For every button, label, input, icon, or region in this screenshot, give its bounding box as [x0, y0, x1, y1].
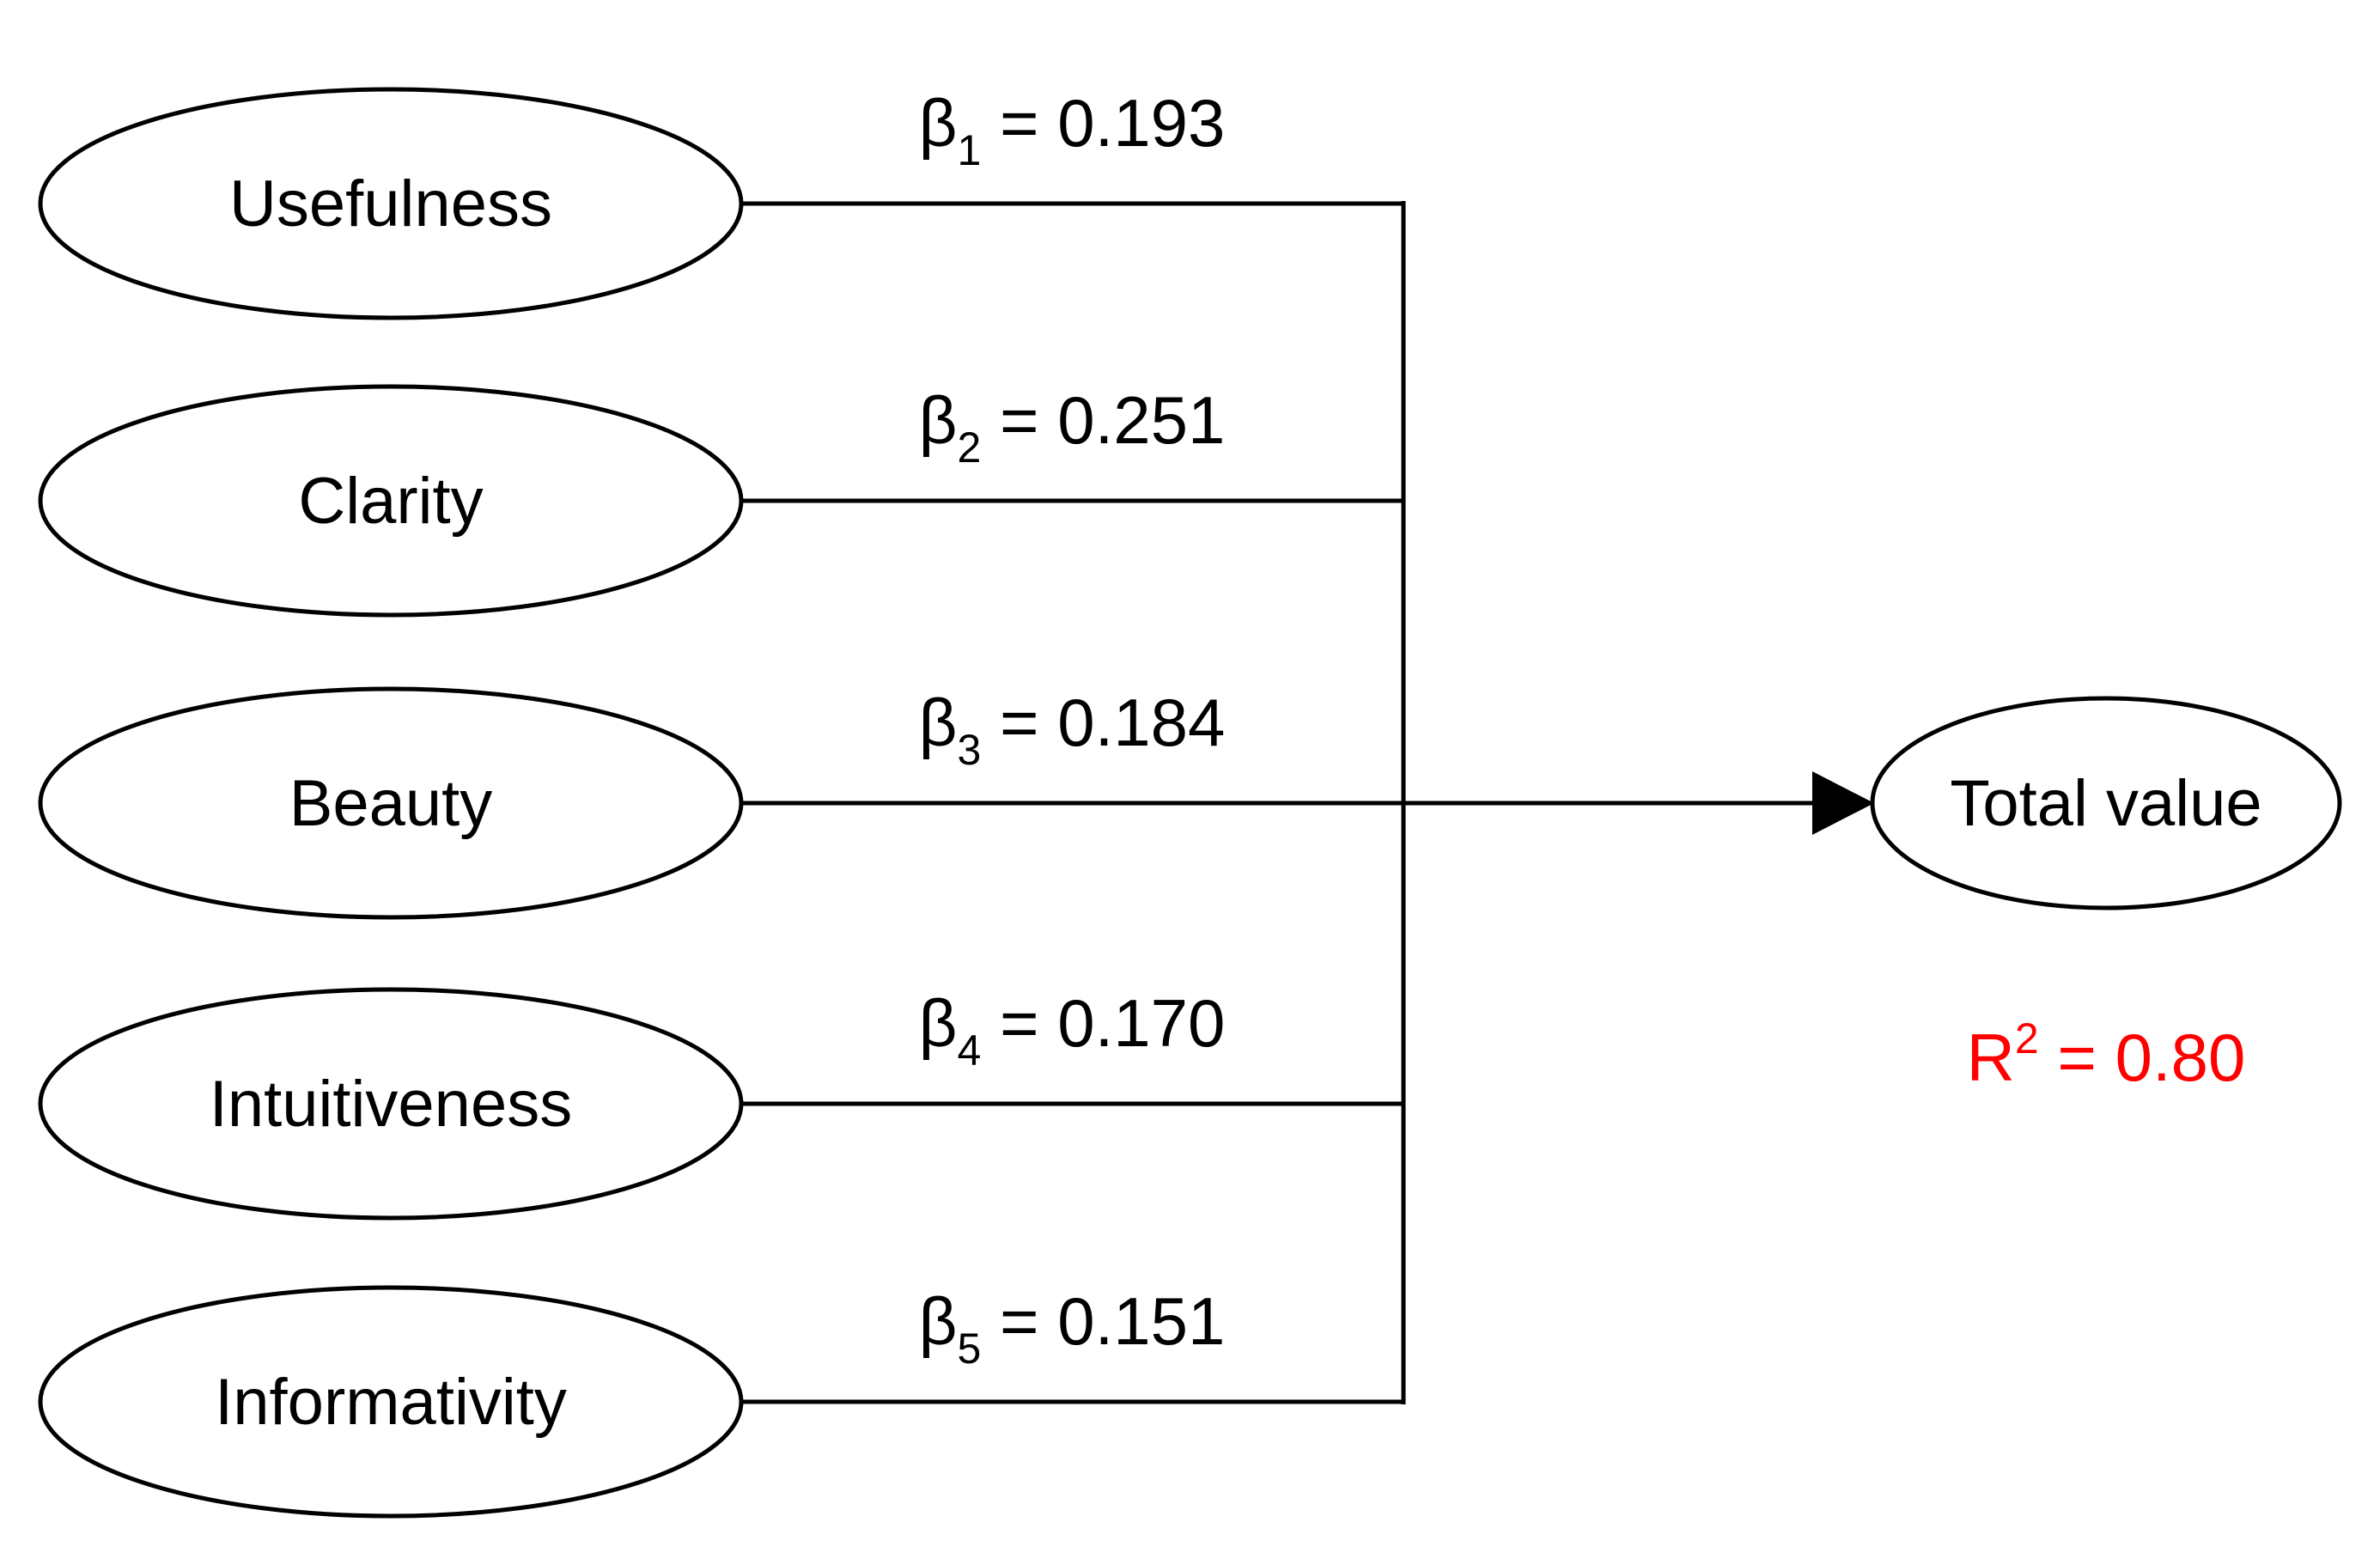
r-squared-annotation: R2 = 0.80 [1967, 1014, 2246, 1095]
predictor-node-informativity[interactable]: Informativity [38, 1285, 744, 1519]
node-label-usefulness: Usefulness [229, 167, 552, 241]
beta-equals-5: = [981, 1283, 1057, 1359]
node-label-beauty: Beauty [289, 767, 493, 840]
beta-value-1: 0.193 [1057, 85, 1225, 161]
beta-equals-2: = [981, 382, 1057, 458]
r-squared-symbol: R [1967, 1020, 2015, 1095]
arrow-to-total-value [1403, 771, 1874, 835]
beta-value-4: 0.170 [1057, 985, 1225, 1061]
predictor-node-usefulness[interactable]: Usefulness [38, 87, 744, 320]
beta-symbol-5: β [919, 1283, 958, 1359]
svg-text:β3 = 0.184: β3 = 0.184 [919, 685, 1226, 774]
r-squared-value: 0.80 [2115, 1020, 2246, 1095]
path-label-beta2: β2 = 0.251 [919, 382, 1226, 472]
svg-text:β1 = 0.193: β1 = 0.193 [919, 85, 1226, 174]
node-label-informativity: Informativity [215, 1366, 567, 1439]
path-label-beta5: β5 = 0.151 [919, 1283, 1226, 1373]
ellipse-shape-intuitiveness [38, 987, 744, 1221]
path-label-beta3: β3 = 0.184 [919, 685, 1226, 774]
predictor-node-beauty[interactable]: Beauty [38, 686, 744, 920]
svg-text:β5 = 0.151: β5 = 0.151 [919, 1283, 1226, 1373]
beta-subscript-3: 3 [957, 726, 981, 774]
beta-equals-4: = [981, 985, 1057, 1061]
beta-subscript-2: 2 [957, 423, 981, 472]
node-label-total-value: Total value [1950, 767, 2261, 840]
path-label-beta4: β4 = 0.170 [919, 985, 1226, 1075]
ellipse-shape-total-value [1870, 696, 2342, 910]
ellipse-shape-clarity [38, 384, 744, 618]
svg-text:R2 = 0.80: R2 = 0.80 [1967, 1014, 2246, 1095]
ellipse-shape-beauty [38, 686, 744, 920]
ellipse-shape-informativity [38, 1285, 744, 1519]
beta-symbol-1: β [919, 85, 958, 161]
beta-equals-1: = [981, 85, 1057, 161]
beta-subscript-5: 5 [957, 1324, 981, 1373]
outcome-node-total-value[interactable]: Total value [1870, 696, 2342, 910]
beta-value-3: 0.184 [1057, 685, 1225, 760]
predictor-node-clarity[interactable]: Clarity [38, 384, 744, 618]
connector-lines [740, 201, 1403, 1404]
beta-symbol-2: β [919, 382, 958, 458]
node-label-intuitiveness: Intuitiveness [210, 1068, 572, 1141]
path-label-beta1: β1 = 0.193 [919, 85, 1226, 174]
ellipse-shape-usefulness [38, 87, 744, 320]
beta-symbol-4: β [919, 985, 958, 1061]
predictor-node-intuitiveness[interactable]: Intuitiveness [38, 987, 744, 1221]
beta-symbol-3: β [919, 685, 958, 760]
beta-subscript-1: 1 [957, 126, 981, 174]
svg-text:β2 = 0.251: β2 = 0.251 [919, 382, 1226, 472]
svg-text:β4 = 0.170: β4 = 0.170 [919, 985, 1226, 1075]
arrow-head-icon [1812, 771, 1874, 835]
r-squared-superscript: 2 [2015, 1014, 2039, 1063]
beta-value-2: 0.251 [1057, 382, 1225, 458]
beta-value-5: 0.151 [1057, 1283, 1225, 1359]
beta-equals-3: = [981, 685, 1057, 760]
beta-subscript-4: 4 [957, 1026, 981, 1075]
r-squared-equals: = [2039, 1020, 2115, 1095]
node-label-clarity: Clarity [298, 465, 483, 538]
